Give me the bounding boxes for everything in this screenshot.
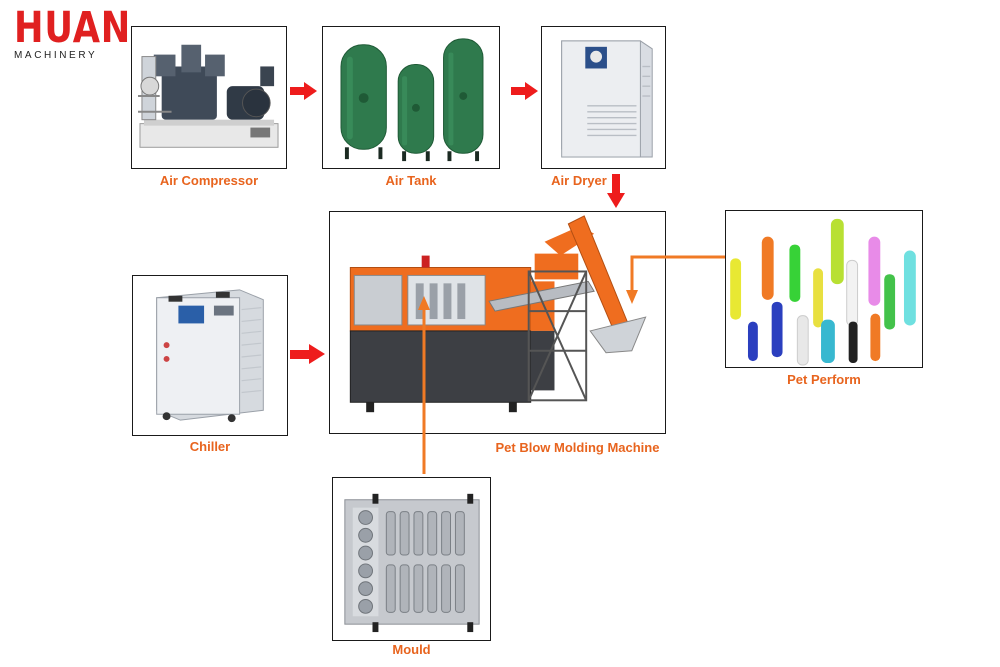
brand-name: HUAN <box>14 3 132 53</box>
pet-perform-label: Pet Perform <box>787 372 861 387</box>
mould-label: Mould <box>392 642 431 657</box>
brand-tagline: MACHINERY <box>14 50 98 61</box>
pet-blow-molding-machine-box <box>329 211 666 434</box>
chiller-illustration <box>156 289 264 423</box>
air-dryer-box <box>541 26 666 169</box>
air-dryer-illustration <box>561 40 653 158</box>
pet-perform-illustration <box>730 218 916 366</box>
arrow-tank-to-dryer <box>511 82 538 100</box>
pet-blow-molding-machine-illustration <box>349 215 647 413</box>
mould-illustration <box>344 493 480 633</box>
arrow-chiller-to-machine <box>290 344 325 364</box>
air-compressor-illustration <box>138 44 279 148</box>
arrow-compressor-to-tank <box>290 82 317 100</box>
air-tank-label: Air Tank <box>385 173 437 188</box>
chiller-box <box>132 275 288 436</box>
brand-logo: HUAN MACHINERY <box>14 3 132 61</box>
air-compressor-box <box>131 26 287 169</box>
air-tank-box <box>322 26 500 169</box>
air-compressor-label: Air Compressor <box>159 173 259 188</box>
mould-box <box>332 477 491 641</box>
pet-perform-box <box>725 210 923 368</box>
pet-blow-molding-machine-label: Pet Blow Molding Machine <box>495 440 660 455</box>
air-tank-illustration <box>340 38 484 162</box>
chiller-label: Chiller <box>189 439 231 454</box>
air-dryer-label: Air Dryer <box>551 173 607 188</box>
